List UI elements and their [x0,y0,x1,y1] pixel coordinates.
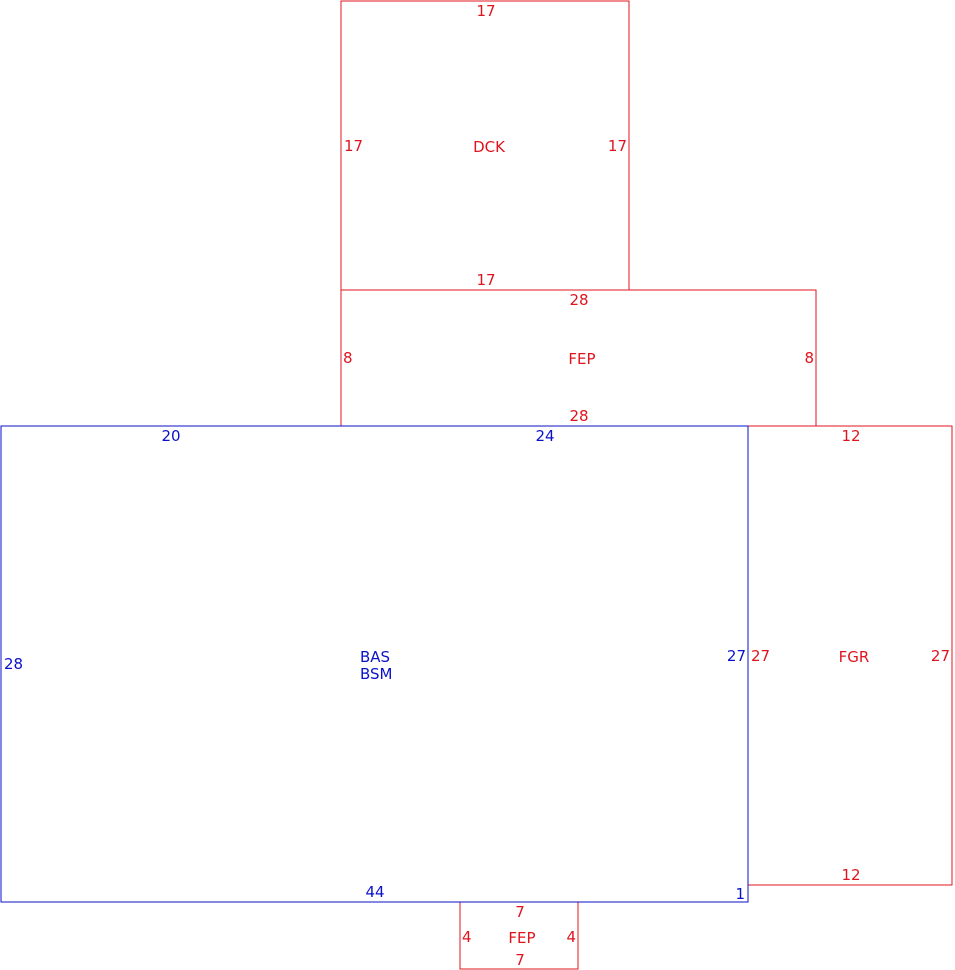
fgr-bottom-dim: 12 [841,866,860,884]
bas-left-dim: 28 [4,655,23,673]
fep-upper-bottom-dim: 28 [569,407,588,425]
fep-lower-right-dim: 4 [566,928,576,946]
bas-right-dim: 27 [727,647,746,665]
fep-lower-top-dim: 7 [515,903,525,921]
bas-code-label: BAS [360,648,390,666]
fep-lower-bottom-dim: 7 [515,951,525,969]
fep-lower-left-dim: 4 [462,928,472,946]
fgr-code-label: FGR [839,648,870,666]
bas-bottom-dim: 44 [365,883,384,901]
fgr-top-dim: 12 [841,427,860,445]
fep-upper-right-dim: 8 [804,349,814,367]
bas-top-left-dim: 20 [161,427,180,445]
bas-top-right-dim: 24 [535,427,554,445]
dck-right-dim: 17 [608,137,627,155]
bas-outline [0,425,749,903]
fgr-right-dim: 27 [931,647,950,665]
dck-top-dim: 17 [476,2,495,20]
fep-lower-code-label: FEP [508,929,535,947]
bsm-code-label: BSM [360,665,393,683]
dck-left-dim: 17 [344,137,363,155]
dck-bottom-dim: 17 [476,271,495,289]
fep-upper-code-label: FEP [568,350,595,368]
fep-upper-top-dim: 28 [569,291,588,309]
fep-upper-left-dim: 8 [343,349,353,367]
bas-bottom-right-dim: 1 [735,885,745,903]
fgr-left-dim: 27 [751,647,770,665]
dck-code-label: DCK [473,138,506,156]
